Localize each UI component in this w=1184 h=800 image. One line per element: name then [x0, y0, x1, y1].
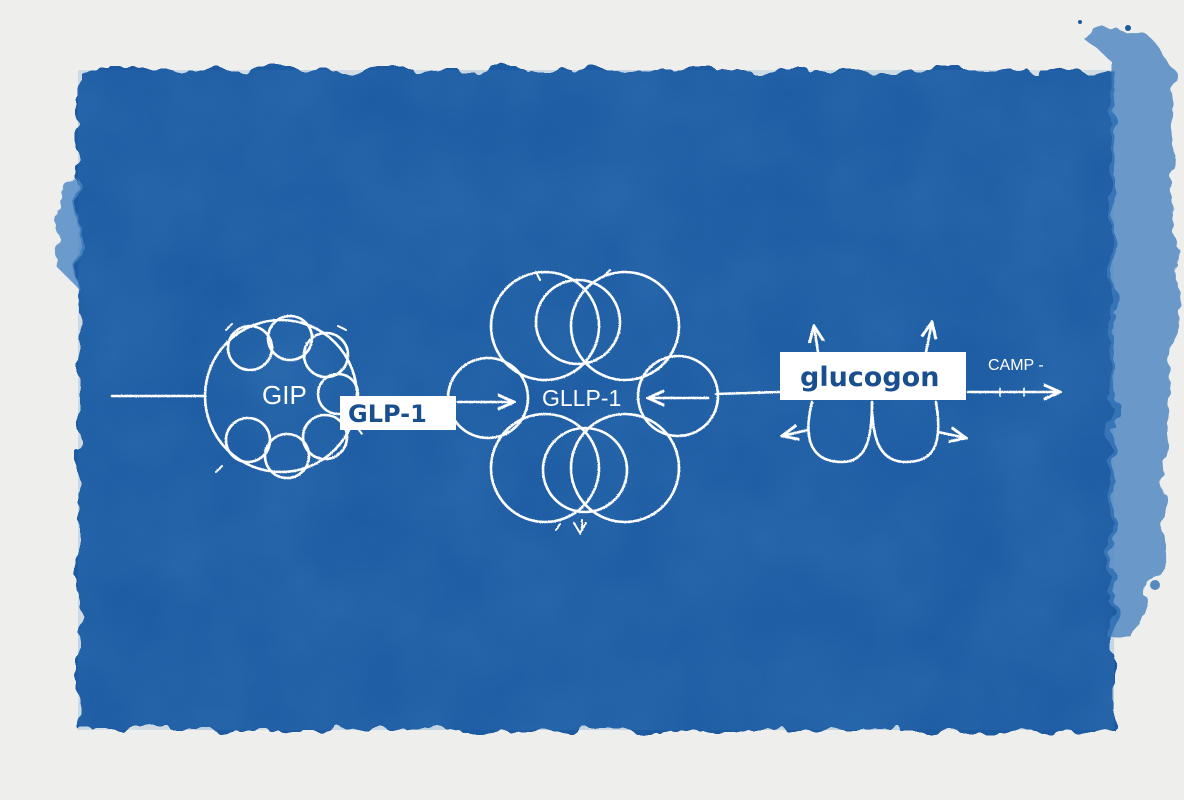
glucagon-signal: [782, 322, 966, 464]
gip-subunit: [224, 416, 272, 464]
gip-subunit: [316, 372, 360, 416]
glp1-receptor-cluster: [446, 269, 720, 535]
gip-subunit: [263, 432, 311, 480]
ink-speck: [1125, 25, 1131, 31]
cluster-lobe: [569, 412, 681, 524]
up-arrow-right: [926, 322, 932, 354]
ink-speck: [1150, 580, 1160, 590]
glucagon-loop-right: [870, 400, 940, 464]
side-arrow-right: [936, 432, 966, 438]
side-arrow-left: [782, 430, 810, 436]
gip-ticks: [215, 323, 363, 473]
ink-bleed-right: [1085, 27, 1178, 641]
cluster-ticks: [535, 269, 611, 531]
glucagon-loop-left: [807, 400, 874, 464]
cluster-side-lobe: [636, 354, 720, 438]
gip-subunit: [226, 324, 274, 372]
cluster-lobe: [534, 278, 622, 366]
up-arrow-left: [814, 326, 818, 354]
gip-label: GIP: [262, 380, 307, 410]
ink-bleed-left: [54, 180, 80, 290]
glp1-center-label: GLLP-1: [542, 385, 621, 411]
gip-receptor: [203, 314, 363, 480]
camp-label: CAMP -: [988, 357, 1044, 374]
glp1-box-label: GLP-1: [348, 400, 427, 428]
ink-speck: [1078, 20, 1082, 24]
cluster-lobe: [489, 270, 601, 382]
cluster-lobe: [569, 270, 681, 382]
gip-subunit: [301, 413, 349, 461]
cluster-down-arrow: [573, 522, 587, 535]
chalk-drawing: [110, 269, 1060, 535]
glucagon-label-box: [780, 352, 966, 400]
glucagon-feed-line: [714, 390, 782, 396]
glp1-label-box: [340, 396, 456, 430]
camp-arrow-ticks: [999, 387, 1025, 397]
cluster-lobe: [541, 426, 629, 514]
glucagon-label: glucogon: [800, 362, 939, 393]
cluster-lobe: [489, 412, 601, 524]
